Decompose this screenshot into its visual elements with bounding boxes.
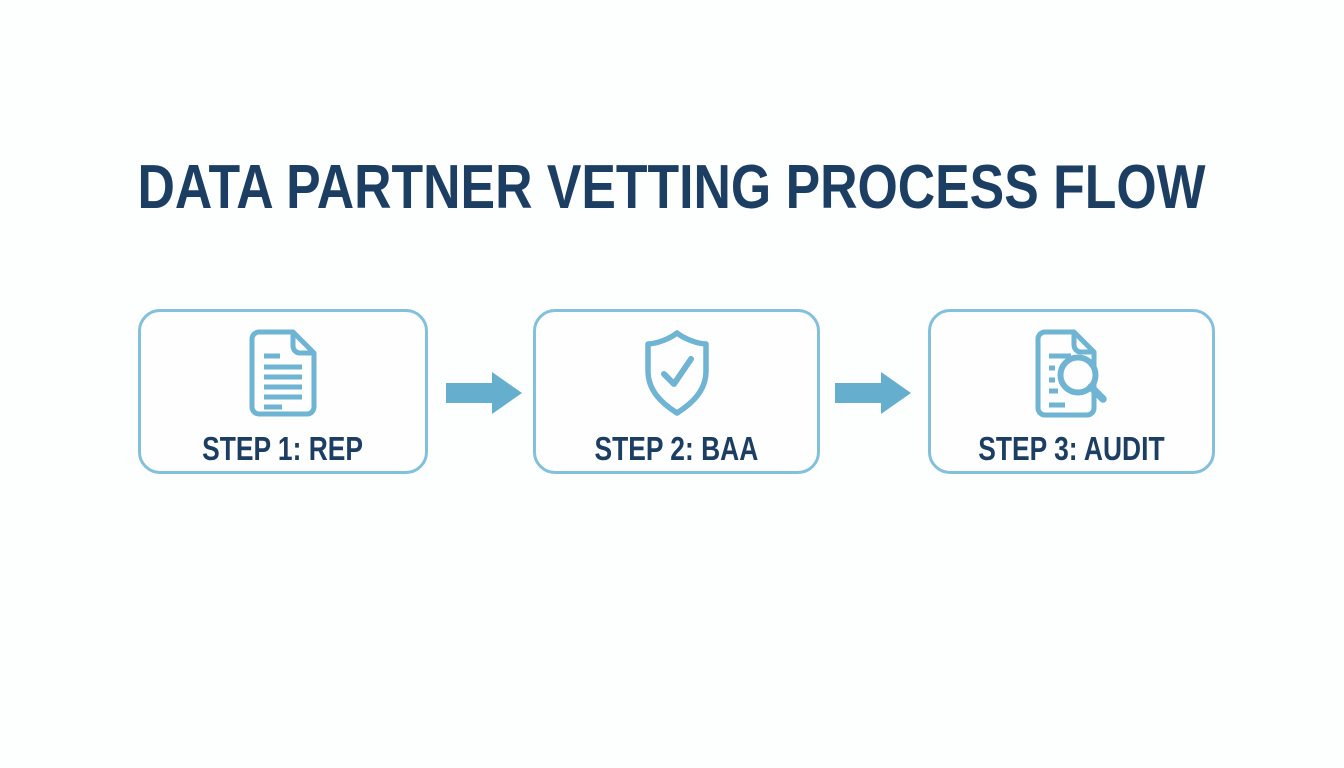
step-label-3: STEP 3: AUDIT (931, 431, 1212, 467)
step-box-2: STEP 2: BAA (533, 309, 820, 474)
document-search-icon (1035, 329, 1107, 418)
step-label-1-text: STEP 1: REP (202, 430, 364, 467)
step-label-2-text: STEP 2: BAA (594, 430, 759, 467)
shield-check-icon (644, 330, 709, 416)
arrow-right-icon (835, 372, 911, 414)
step-label-1: STEP 1: REP (141, 431, 425, 467)
step-box-3: STEP 3: AUDIT (928, 309, 1215, 474)
step-label-3-text: STEP 3: AUDIT (978, 430, 1165, 467)
document-icon (249, 329, 317, 417)
page-title-text: DATA PARTNER VETTING PROCESS FLOW (138, 153, 1206, 222)
step-box-1: STEP 1: REP (138, 309, 428, 474)
arrow-right-icon (446, 372, 522, 414)
page-title: DATA PARTNER VETTING PROCESS FLOW (0, 155, 1344, 221)
step-label-2: STEP 2: BAA (536, 431, 817, 467)
